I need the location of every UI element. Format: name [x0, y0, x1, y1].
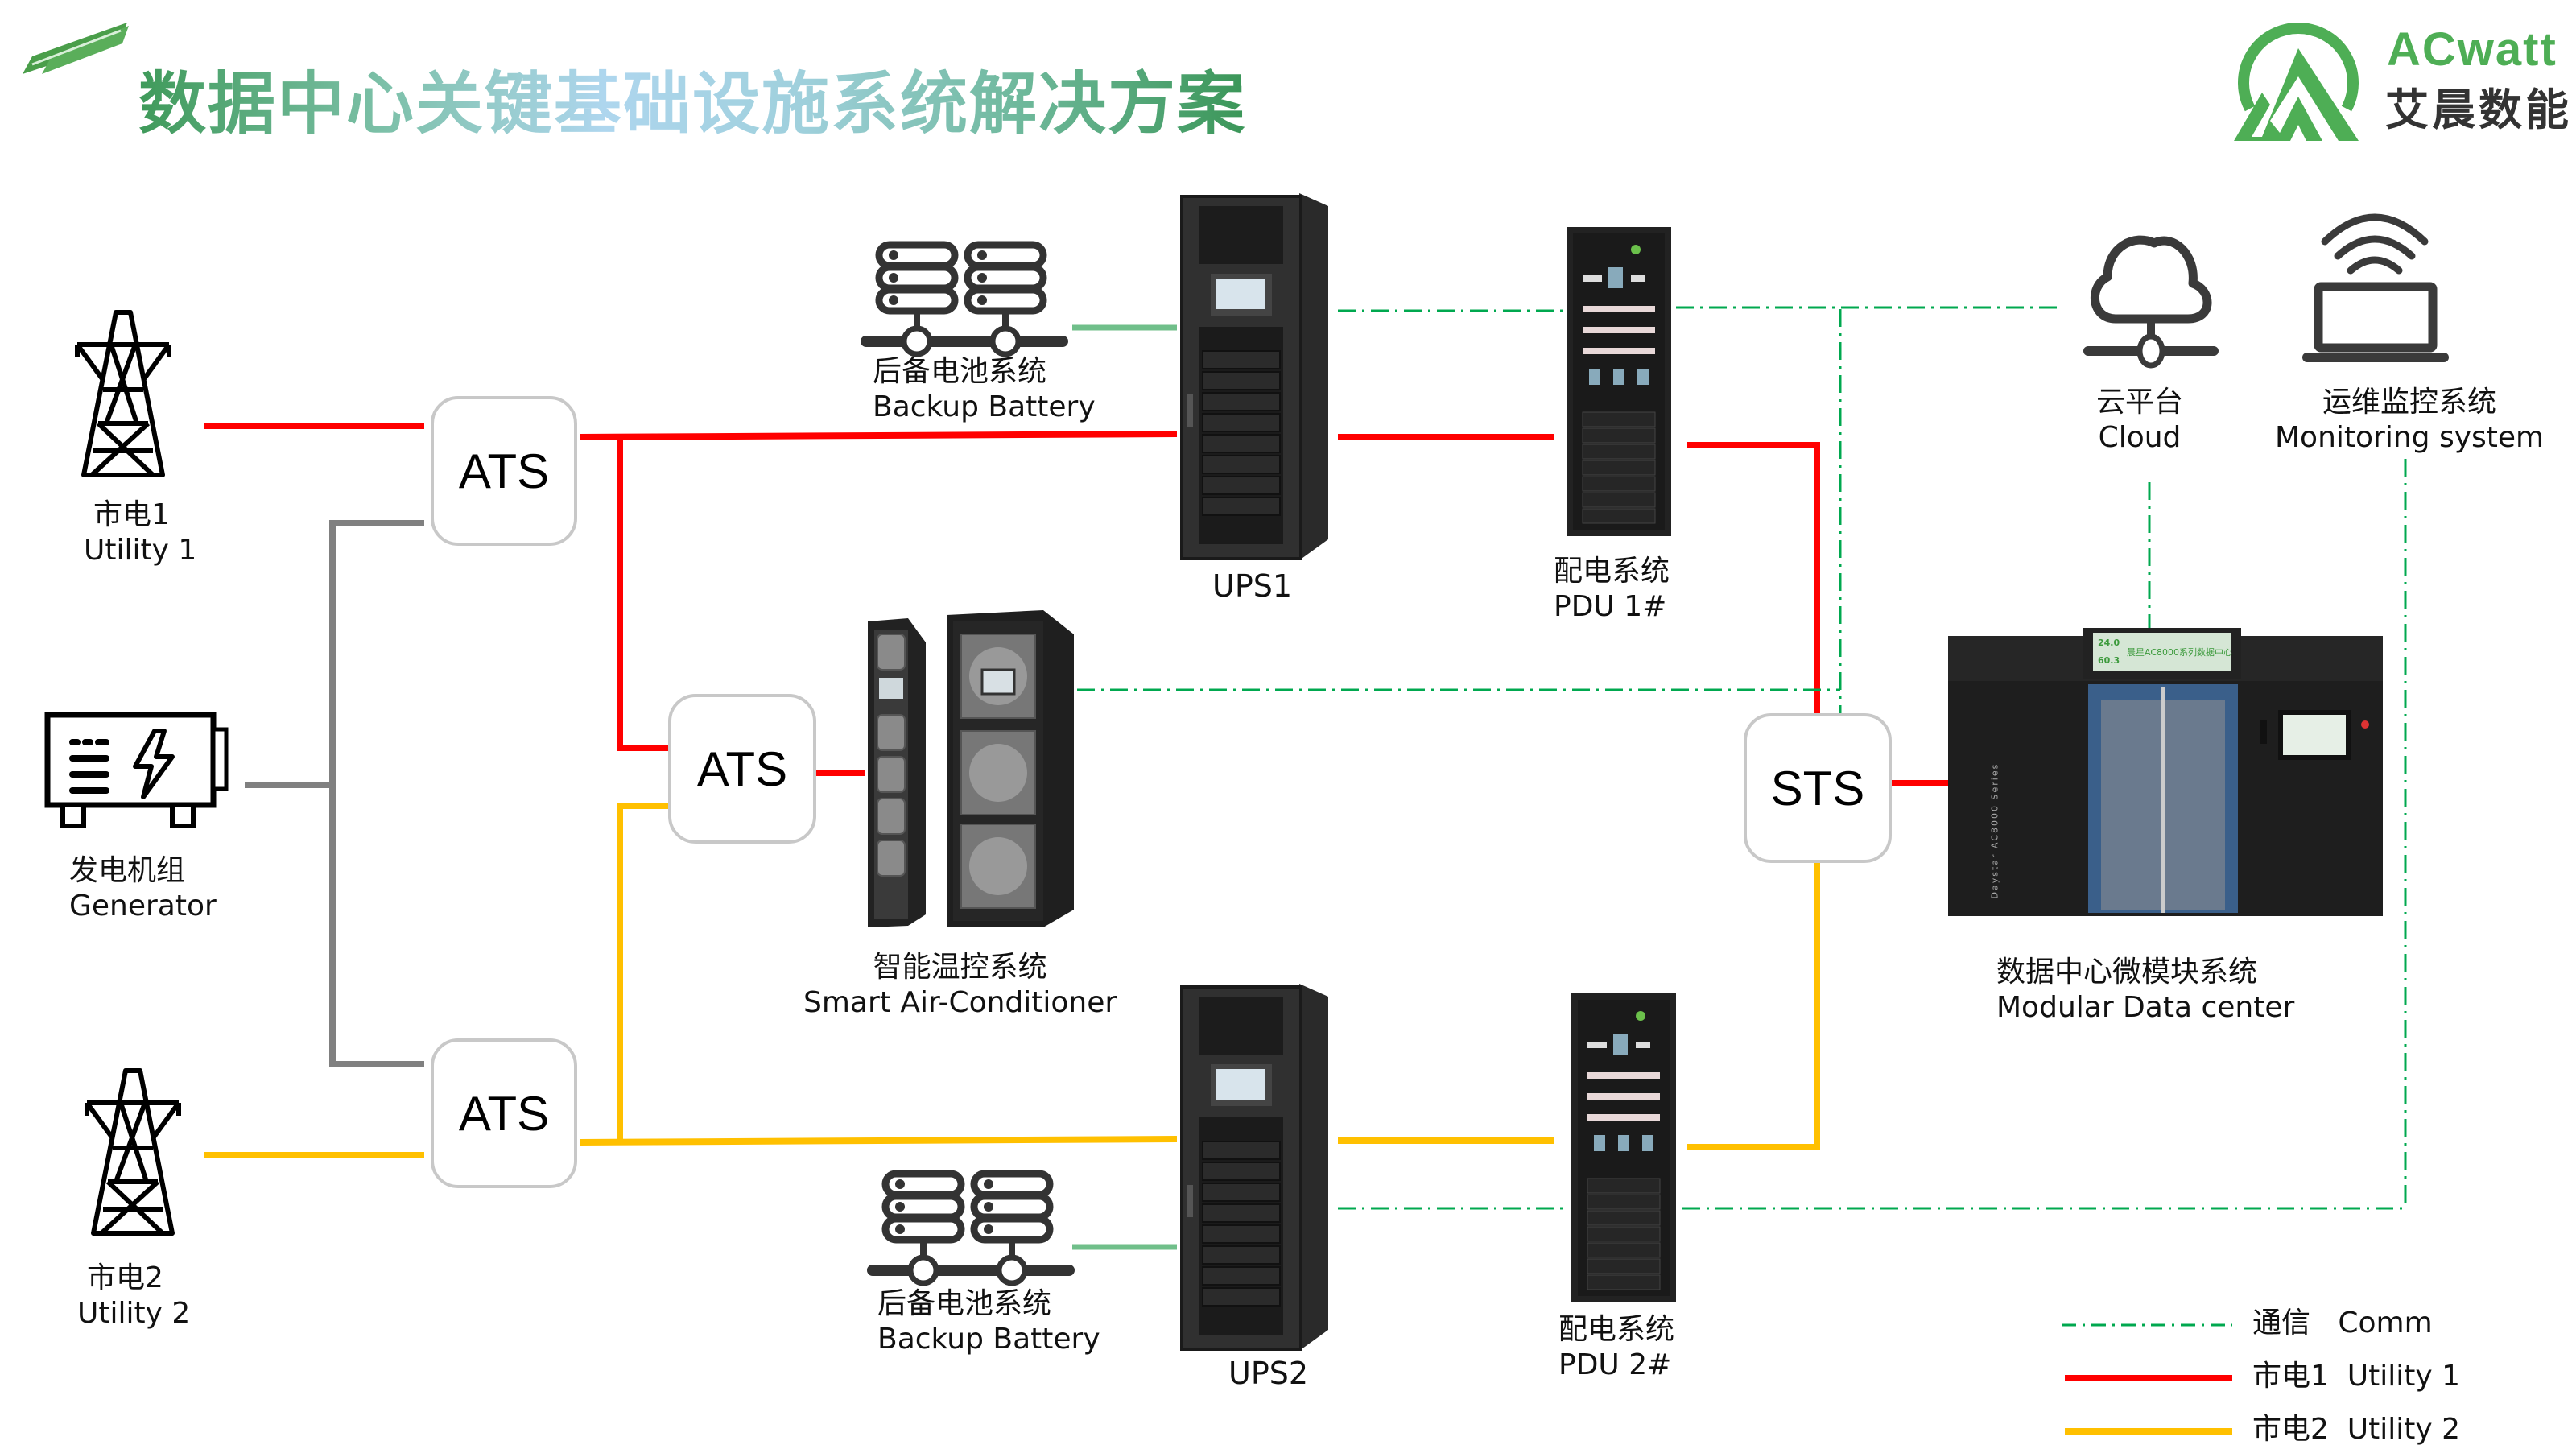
battery-rack-icon [867, 1170, 1075, 1286]
generator-line [329, 520, 424, 1067]
utility2-line [1687, 863, 1820, 1150]
mdc-screen-title: 晨星AC8000系列数据中心 [2127, 647, 2233, 658]
pdu2-label-en: PDU 2# [1558, 1348, 1672, 1381]
ups1-cabinet[interactable] [1179, 193, 1333, 562]
utility2-line [617, 803, 668, 1142]
ats3-box[interactable]: ATS [431, 1038, 577, 1188]
pdu2-label-cn: 配电系统 [1558, 1313, 1675, 1346]
pdu1-label-cn: 配电系统 [1554, 555, 1670, 588]
battery1-label-cn: 后备电池系统 [873, 355, 1047, 388]
cloud-network-icon [2083, 235, 2219, 369]
legend-item-utility1: 市电1 Utility 1 [2252, 1352, 2460, 1394]
pdu2-cabinet[interactable] [1571, 993, 1676, 1302]
battery2-label-en: Backup Battery [877, 1323, 1100, 1356]
laptop-wireless-icon [2302, 213, 2449, 362]
air-conditioner-units[interactable] [863, 610, 1080, 929]
power-tower-icon [85, 1068, 181, 1236]
utility1-line [580, 431, 1178, 440]
legend-comm-cn: 通信 [2252, 1307, 2311, 1340]
legend-utility2-cn: 市电2 [2252, 1413, 2329, 1446]
cloud-label-en: Cloud [2098, 421, 2182, 454]
monitor-label-en: Monitoring system [2275, 421, 2545, 454]
battery1-label: 后备电池系统 Backup Battery [873, 354, 1096, 425]
utility1-label-en: Utility 1 [84, 534, 197, 567]
generator-label-en: Generator [69, 890, 217, 923]
legend-utility1-en: Utility 1 [2347, 1360, 2461, 1393]
brand-name-cn: 艾晨数能 [2385, 85, 2572, 135]
pdu1-label-en: PDU 1# [1554, 590, 1667, 623]
comm-lines [1077, 306, 2407, 1210]
generator-icon [44, 712, 229, 828]
modular-data-center[interactable]: 24.0 60.3 晨星AC8000系列数据中心 Daystar AC8000 … [1948, 628, 2383, 916]
brand-name-en: ACwatt [2387, 23, 2557, 76]
utility2-label: 市电2 Utility 2 [77, 1261, 190, 1331]
legend-item-utility2: 市电2 Utility 2 [2252, 1406, 2460, 1447]
aircon-label-cn: 智能温控系统 [873, 951, 1047, 984]
ups2-label: UPS2 [1228, 1356, 1309, 1391]
sts-box[interactable]: STS [1744, 713, 1892, 863]
ups1-label: UPS1 [1212, 568, 1293, 604]
legend-swatches [2062, 1323, 2232, 1435]
mdc-label-en: Modular Data center [1996, 991, 2295, 1024]
utility1-label-cn: 市电1 [93, 498, 170, 531]
mdc-screen-value-1: 24.0 [2098, 638, 2120, 648]
ats2-box[interactable]: ATS [668, 694, 816, 844]
cloud-label: 云平台 Cloud [2096, 385, 2183, 456]
mdc-side-text: Daystar AC8000 Series [1989, 762, 2000, 899]
utility1-line [1687, 442, 1820, 715]
battery2-label: 后备电池系统 Backup Battery [877, 1286, 1100, 1357]
cloud-label-cn: 云平台 [2096, 386, 2184, 419]
mdc-screen-value-2: 60.3 [2098, 655, 2120, 666]
battery2-label-cn: 后备电池系统 [877, 1287, 1052, 1320]
utility2-line [580, 1136, 1178, 1146]
legend-comm-en: Comm [2338, 1307, 2433, 1340]
generator-label-cn: 发电机组 [69, 854, 186, 887]
mountain-sun-logo-icon [2234, 23, 2359, 141]
pdu1-label: 配电系统 PDU 1# [1554, 554, 1670, 625]
aircon-label-en: Smart Air-Conditioner [803, 986, 1117, 1019]
legend-utility2-en: Utility 2 [2347, 1413, 2461, 1446]
monitor-label-cn: 运维监控系统 [2322, 386, 2497, 419]
ats1-box[interactable]: ATS [431, 396, 577, 546]
battery-rack-icon [861, 241, 1068, 357]
utility2-label-en: Utility 2 [77, 1297, 191, 1330]
aircon-label: 智能温控系统 Smart Air-Conditioner [803, 950, 1117, 1021]
modular-data-center-graphic [1948, 628, 2383, 916]
mdc-label-cn: 数据中心微模块系统 [1996, 956, 2258, 989]
mdc-label: 数据中心微模块系统 Modular Data center [1996, 955, 2294, 1026]
battery1-label-en: Backup Battery [873, 390, 1096, 423]
monitor-label: 运维监控系统 Monitoring system [2275, 385, 2544, 456]
power-tower-icon [75, 310, 171, 477]
pdu1-cabinet[interactable] [1567, 227, 1671, 536]
legend-utility1-cn: 市电1 [2252, 1360, 2329, 1393]
utility2-label-cn: 市电2 [87, 1261, 163, 1294]
pdu2-label: 配电系统 PDU 2# [1558, 1312, 1674, 1383]
generator-label: 发电机组 Generator [69, 853, 217, 924]
ups2-cabinet[interactable] [1179, 984, 1333, 1352]
utility1-label: 市电1 Utility 1 [84, 497, 196, 568]
legend-item-comm: 通信 Comm [2252, 1299, 2433, 1341]
page-title: 数据中心关键基础设施系统解决方案 [138, 50, 1246, 147]
